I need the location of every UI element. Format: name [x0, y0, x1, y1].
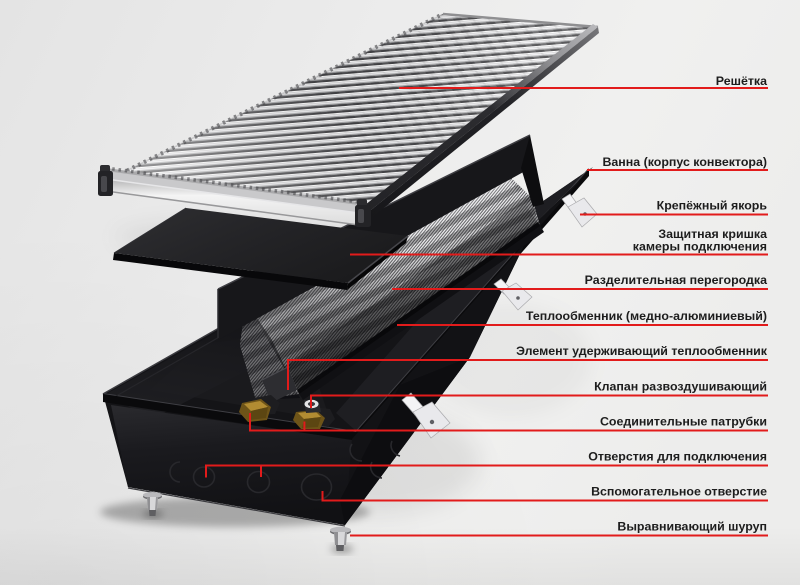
- svg-text:Вспомогательное отверстие: Вспомогательное отверстие: [591, 485, 767, 499]
- svg-text:Отверстия для подключения: Отверстия для подключения: [588, 450, 767, 464]
- svg-text:Соединительные патрубки: Соединительные патрубки: [600, 415, 767, 429]
- svg-text:Элемент удерживающий теплообме: Элемент удерживающий теплообменник: [516, 344, 768, 358]
- svg-text:Защитная кришка: Защитная кришка: [658, 227, 767, 241]
- svg-text:камеры подключения: камеры подключения: [633, 240, 767, 254]
- svg-text:Крепёжный якорь: Крепёжный якорь: [657, 199, 768, 213]
- svg-text:Клапан развоздушивающий: Клапан развоздушивающий: [594, 380, 767, 394]
- svg-text:Разделительная перегородка: Разделительная перегородка: [585, 273, 767, 287]
- svg-text:Решётка: Решётка: [716, 74, 767, 88]
- svg-text:Теплообменник (медно-алюминиев: Теплообменник (медно-алюминиевый): [526, 309, 767, 323]
- svg-text:Ванна (корпус конвектора): Ванна (корпус конвектора): [602, 155, 767, 169]
- svg-text:Выравнивающий шуруп: Выравнивающий шуруп: [617, 520, 767, 534]
